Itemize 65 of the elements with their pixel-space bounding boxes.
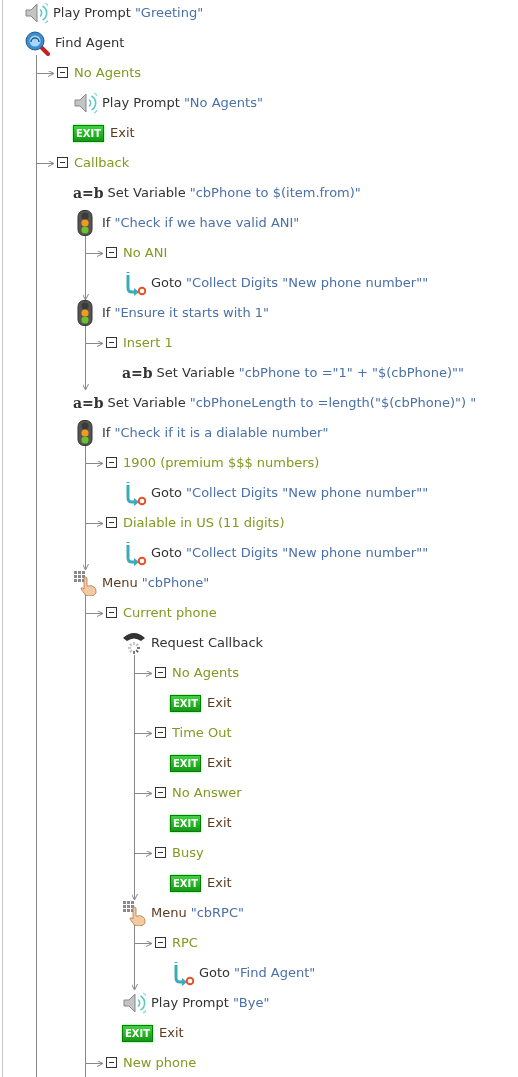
step-label: Menu [102, 575, 138, 591]
assignment-symbol: a=b [122, 365, 153, 381]
exit-badge: EXIT [170, 754, 202, 772]
step-label: Set Variable [107, 395, 186, 411]
exit-badge: EXIT [170, 814, 202, 832]
parameter-text: "Collect Digits "New phone number"" [186, 485, 429, 501]
branch-label: Insert 1 [123, 335, 173, 351]
connector-line [36, 54, 37, 1077]
step-label: Find Agent [55, 35, 125, 51]
exit-badge: EXIT [73, 124, 105, 142]
branch-label: Busy [172, 845, 204, 861]
branch-label: Time Out [172, 725, 232, 741]
assignment-symbol: a=b [73, 395, 104, 411]
branch-label: New phone [123, 1055, 197, 1071]
branch-label: Callback [74, 155, 130, 171]
step-label: Goto [151, 545, 183, 561]
step-label: Set Variable [156, 365, 235, 381]
branch-label: No Agents [172, 665, 240, 681]
step-label: Play Prompt [53, 5, 131, 21]
step-label: Goto [151, 275, 183, 291]
step-label: If [102, 305, 111, 321]
step-label: Exit [207, 695, 232, 711]
parameter-text: "Greeting" [134, 5, 204, 21]
step-label: Play Prompt [102, 95, 180, 111]
parameter-text: "Find Agent" [234, 965, 316, 981]
exit-badge: EXIT [122, 1024, 154, 1042]
step-label: Exit [207, 815, 232, 831]
step-label: If [102, 215, 111, 231]
branch-label: Dialable in US (11 digits) [123, 515, 285, 531]
branch-label: 1900 (premium $$$ numbers) [123, 455, 320, 471]
branch-label: No Answer [172, 785, 242, 801]
step-label: Play Prompt [151, 995, 229, 1011]
connector-arrow [82, 234, 89, 301]
step-label: Exit [207, 755, 232, 771]
step-label: Exit [207, 875, 232, 891]
parameter-text: "Check if it is a dialable number" [114, 425, 329, 441]
step-label: Request Callback [151, 635, 264, 651]
step-label: Goto [199, 965, 231, 981]
parameter-text: "cbPhone" [141, 575, 210, 591]
parameter-text: "cbPhoneLength to =length("$(cbPhone)") " [189, 395, 477, 411]
parameter-text: "No Agents" [183, 95, 263, 111]
step-label: Set Variable [107, 185, 186, 201]
parameter-text: "Ensure it starts with 1" [114, 305, 270, 321]
assignment-symbol: a=b [73, 185, 104, 201]
connector-arrow [82, 444, 89, 571]
branch-label: RPC [172, 935, 198, 951]
parameter-text: "Collect Digits "New phone number"" [186, 275, 429, 291]
parameter-text: "Bye" [232, 995, 270, 1011]
step-label: Exit [159, 1025, 184, 1041]
parameter-text: "cbPhone to $(item.from)" [189, 185, 361, 201]
connector-arrow [131, 654, 138, 901]
connector-arrow [82, 324, 89, 391]
parameter-text: "cbPhone to ="1" + "$(cbPhone)"" [238, 365, 464, 381]
branch-label: Current phone [123, 605, 217, 621]
step-label: Menu [151, 905, 187, 921]
parameter-text: "Check if we have valid ANI" [114, 215, 300, 231]
parameter-text: "Collect Digits "New phone number"" [186, 545, 429, 561]
step-label: If [102, 425, 111, 441]
exit-badge: EXIT [170, 874, 202, 892]
branch-label: No ANI [123, 245, 168, 261]
exit-badge: EXIT [170, 694, 202, 712]
step-label: Exit [110, 125, 135, 141]
branch-label: No Agents [74, 65, 142, 81]
step-label: Goto [151, 485, 183, 501]
parameter-text: "cbRPC" [190, 905, 244, 921]
